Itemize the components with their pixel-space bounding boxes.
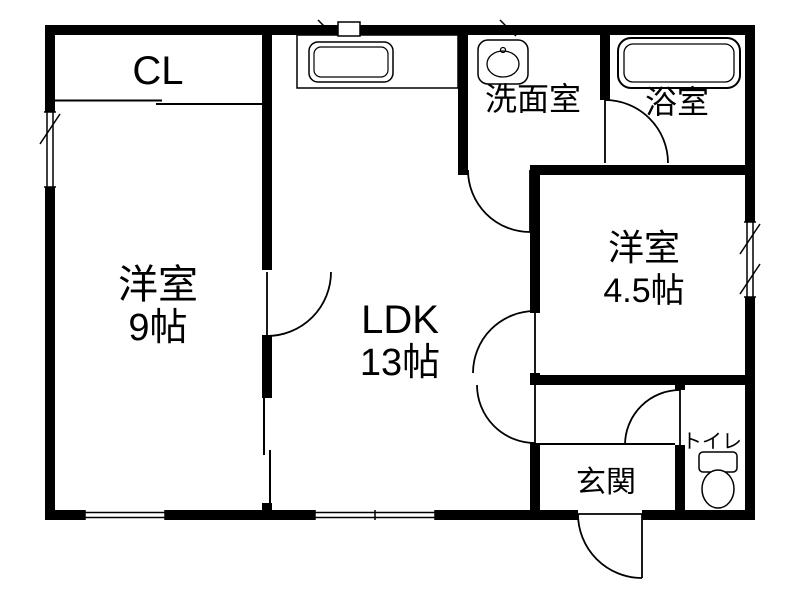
wall-bottom-seg2 — [165, 510, 315, 520]
wall-right-seg2 — [745, 297, 755, 520]
washroom-door-icon — [467, 169, 531, 233]
window-left-icon — [39, 111, 61, 188]
label-bedroom-right-size: 4.5帖 — [603, 272, 684, 310]
windows — [39, 19, 761, 520]
label-ldk-size: 13帖 — [360, 342, 440, 384]
label-bedroom-left-name: 洋室 — [118, 263, 198, 307]
room-labels: CL 洋室 9帖 LDK 13帖 洗面室 浴室 洋室 4.5帖 玄関 トイレ — [118, 49, 742, 499]
label-ldk-name: LDK — [361, 298, 439, 342]
window-right-icon — [739, 221, 761, 298]
wall-left-seg1 — [45, 25, 55, 112]
wall-bottom-seg1 — [45, 510, 85, 520]
wall-bedroomright-entrance — [530, 375, 755, 385]
interior-walls — [262, 25, 755, 520]
window-bottom-center-icon — [314, 510, 436, 520]
label-bathroom: 浴室 — [645, 84, 709, 120]
wall-hall-toilet-seg1 — [675, 375, 685, 390]
wall-ldk-entrance — [530, 443, 540, 520]
wall-bottom-seg4 — [642, 510, 755, 520]
toilet-icon — [698, 451, 738, 509]
bedroom-right-door-icon — [472, 310, 536, 374]
partition-sliding-door-icon — [263, 398, 271, 503]
wall-ldk-washroom — [458, 25, 468, 175]
wall-bedroomleft-ldk-seg1 — [262, 25, 272, 270]
hall-door-icon — [476, 384, 536, 444]
wall-hall-toilet-seg2 — [675, 445, 685, 520]
label-entrance: 玄関 — [576, 466, 636, 499]
bathtub-icon — [617, 37, 741, 89]
wall-ldk-bedroomright-seg1 — [530, 165, 540, 313]
entrance-door-icon — [577, 513, 643, 579]
label-bedroom-left-size: 9帖 — [128, 307, 187, 349]
kitchen-sink-icon — [296, 21, 459, 89]
label-toilet: トイレ — [682, 431, 742, 453]
label-bedroom-right-name: 洋室 — [608, 227, 680, 268]
outer-walls — [45, 25, 755, 520]
fixtures — [296, 21, 741, 509]
bedroom-left-door-icon — [266, 271, 332, 337]
sliding-doors — [55, 99, 271, 503]
label-washroom: 洗面室 — [485, 81, 581, 117]
label-closet: CL — [132, 49, 183, 93]
bathroom-door-icon — [604, 99, 669, 164]
toilet-door-icon — [624, 389, 681, 446]
wall-top — [45, 25, 755, 35]
wall-under-washroom-bath — [530, 165, 755, 175]
window-bottom-left-icon — [84, 510, 166, 520]
wall-left-seg2 — [45, 187, 55, 520]
wall-bottom-seg3 — [435, 510, 578, 520]
vent-marks-icon — [317, 19, 517, 37]
wall-bedroomleft-ldk-seg2 — [262, 335, 272, 398]
wall-washroom-bathroom — [600, 25, 610, 100]
closet-sliding-door-icon — [55, 99, 262, 105]
wall-bedroomleft-ldk-seg3 — [262, 503, 272, 520]
washbasin-icon — [477, 39, 529, 85]
doors — [266, 99, 681, 579]
wall-right-seg1 — [745, 25, 755, 222]
